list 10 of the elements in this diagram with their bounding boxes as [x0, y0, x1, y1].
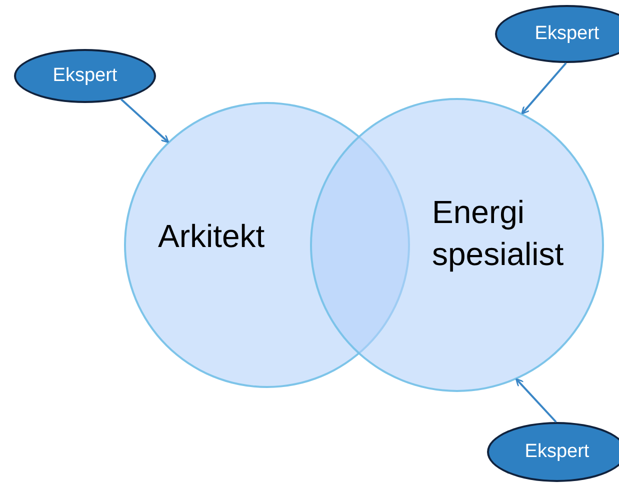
expert-label: Ekspert	[524, 441, 590, 463]
arrow	[521, 62, 567, 115]
expert-label: Ekspert	[52, 65, 118, 87]
expert-ellipse	[487, 422, 619, 482]
circle-label: Arkitekt	[158, 217, 266, 256]
expert-ellipse	[495, 5, 619, 63]
arrow	[120, 98, 170, 144]
circle-label: Energi spesialist	[432, 193, 565, 274]
expert-label: Ekspert	[534, 23, 600, 45]
arrow	[515, 378, 557, 423]
